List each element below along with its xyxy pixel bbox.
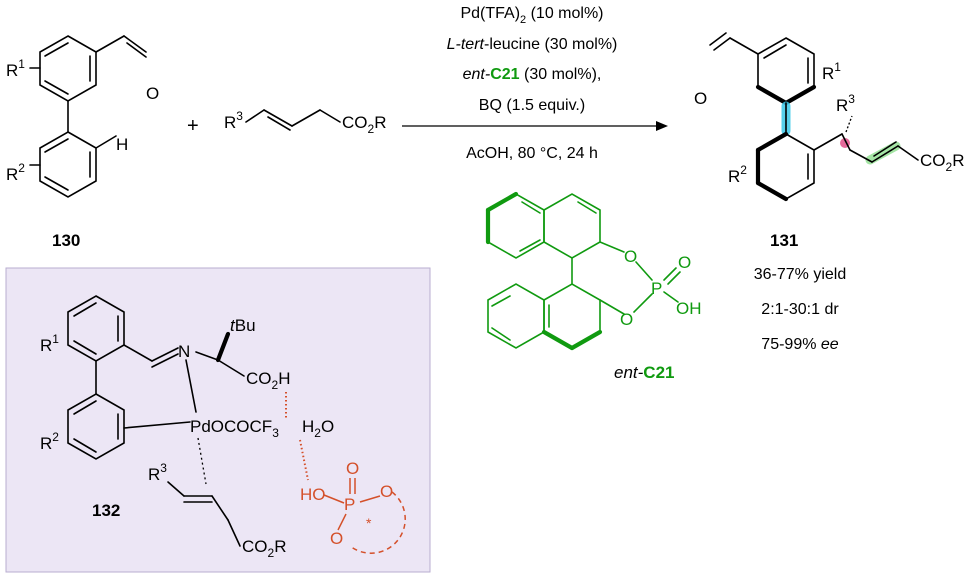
arrow-head (656, 121, 668, 131)
int-tBu: tBu (230, 316, 256, 335)
CO2R-label: CO2R (342, 113, 386, 136)
cond-catalyst: Pd(TFA)2 (10 mol%) (460, 5, 603, 26)
cpa-P: P (651, 279, 662, 298)
chiral-star: * (366, 515, 372, 531)
result-dr: 2:1-30:1 dr (761, 301, 839, 318)
result-yield: 36-77% yield (754, 266, 847, 283)
product-CO2R: CO2R (920, 151, 964, 174)
cpa-h-bond-network: O P HO O O * (285, 392, 406, 554)
chiral-backbone-arc (349, 491, 406, 554)
int-R2: R2 (40, 430, 59, 453)
cond-cpa: ent-C21 (30 mol%), (463, 66, 602, 83)
product-131: O R1 R2 R3 CO2R 131 36-77% yield 2:1-30:… (694, 32, 964, 353)
alkene-highlight (865, 141, 901, 165)
cpa-OH: OH (676, 299, 702, 318)
R1-label: R1 (6, 57, 25, 80)
compound-130-label: 130 (52, 231, 80, 250)
int-CO2H: CO2H (246, 369, 290, 392)
int-Pd: PdOCOCF3 (190, 417, 279, 440)
int-R3: R3 (148, 461, 167, 484)
atom-H: H (116, 135, 128, 154)
plus-sign: + (187, 115, 199, 137)
product-aldehyde-O: O (694, 89, 707, 108)
cpa-O2: O (620, 310, 633, 329)
int-CO2R: CO2R (242, 537, 286, 560)
ring-bottom (39, 131, 97, 198)
int-R1: R1 (40, 332, 59, 355)
result-ee: 75-99% ee (761, 336, 838, 353)
phos-HO: HO (300, 485, 326, 504)
cond-ligand: L-tert-leucine (30 mol%) (447, 36, 618, 53)
product-R1: R1 (822, 60, 841, 83)
intermediate-panel (5, 267, 431, 573)
product-R2: R2 (728, 163, 747, 186)
phos-P: P (344, 495, 355, 514)
substrate-130: O H R1 R2 130 (6, 35, 159, 250)
reaction-conditions: Pd(TFA)2 (10 mol%) L-tert-leucine (30 mo… (402, 5, 668, 162)
product-R3: R3 (836, 92, 855, 115)
ring-top (39, 35, 97, 102)
compound-131-label: 131 (770, 231, 798, 250)
R3-label: R3 (224, 109, 243, 132)
phos-O-top: O (346, 459, 359, 478)
cond-solvent: AcOH, 80 °C, 24 h (466, 145, 598, 162)
cpa-O1: O (624, 247, 637, 266)
int-H2O: H2O (302, 417, 334, 440)
R2-label: R2 (6, 161, 25, 184)
phos-O-right: O (380, 482, 393, 501)
intermediate-132: R1 N tBu CO2H R2 PdOCOCF3 H2O R3 CO2R 1 (40, 295, 334, 560)
cond-oxidant: BQ (1.5 equiv.) (479, 97, 585, 114)
ent-C21-label: ent-C21 (614, 363, 674, 382)
cpa-O-double: O (678, 253, 691, 272)
aldehyde-O: O (146, 84, 159, 103)
alkene-reagent: R3 CO2R (224, 109, 386, 136)
compound-132-label: 132 (92, 501, 120, 520)
cpa-ent-C21: O O P O OH ent-C21 (485, 191, 702, 382)
int-N: N (178, 342, 190, 361)
phos-O-bottom: O (330, 529, 343, 548)
